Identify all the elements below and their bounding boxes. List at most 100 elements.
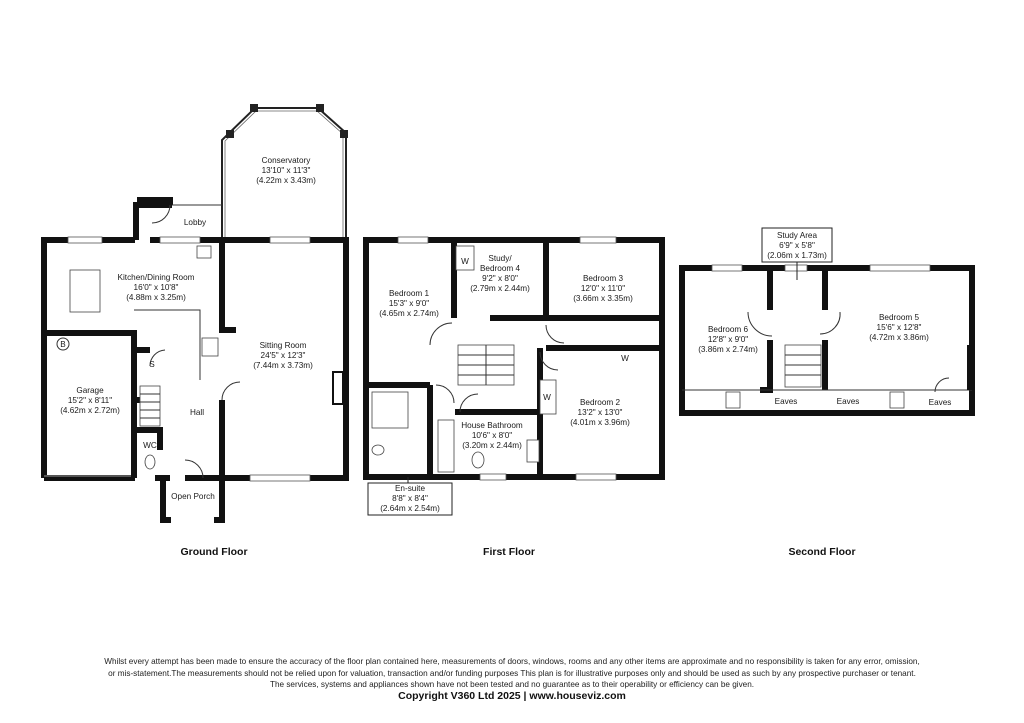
bedroom6-metric: (3.86m x 2.74m)	[698, 345, 758, 354]
wardrobe-label: W	[621, 354, 629, 363]
door-swing	[435, 384, 455, 404]
wc-toilet	[144, 454, 156, 470]
porch-name: Open Porch	[171, 492, 215, 501]
window	[269, 236, 311, 244]
door-swing	[539, 351, 559, 371]
study4-name2: Bedroom 4	[480, 264, 520, 273]
conservatory-post	[226, 130, 234, 138]
study4-name1: Study/	[488, 254, 512, 263]
door-swing	[151, 204, 171, 224]
kitchen-counter	[134, 309, 201, 380]
conservatory-post	[316, 104, 324, 112]
bath	[437, 419, 455, 473]
conservatory-imperial: 13'10" x 11'3"	[262, 166, 311, 175]
boiler-name: B	[60, 340, 66, 349]
bedroom5-metric: (4.72m x 3.86m)	[869, 333, 929, 342]
eaves-label: Eaves	[775, 397, 798, 406]
door-swing	[221, 381, 241, 401]
study4-metric: (2.79m x 2.44m)	[470, 284, 530, 293]
wardrobe	[455, 245, 475, 271]
door-swing	[459, 393, 479, 413]
copyright: Copyright V360 Ltd 2025 | www.houseviz.c…	[398, 690, 626, 702]
window	[67, 236, 103, 244]
ensuite-metric: (2.64m x 2.54m)	[380, 504, 440, 513]
shower	[371, 391, 409, 429]
door-swing	[429, 322, 453, 346]
conservatory-post	[340, 130, 348, 138]
ground-outer-wall	[41, 237, 135, 478]
kitchen-sink	[196, 245, 212, 259]
garage-imperial: 15'2" x 8'11"	[68, 396, 112, 405]
ground-floor-title: Ground Floor	[180, 546, 247, 558]
window	[711, 264, 743, 272]
door-swing	[184, 459, 204, 479]
window	[575, 473, 617, 481]
disclaimer-line: Whilst every attempt has been made to en…	[104, 657, 920, 666]
first-stairs	[457, 344, 515, 386]
sitting-room-wall	[219, 240, 236, 333]
hob	[201, 337, 219, 357]
porch-post	[160, 478, 171, 523]
floor-plan: Conservatory 13'10" x 11'3" (4.22m x 3.4…	[41, 104, 975, 558]
bedroom3-metric: (3.66m x 3.35m)	[573, 294, 633, 303]
conservatory-name: Conservatory	[262, 156, 312, 165]
eaves-label: Eaves	[837, 397, 860, 406]
disclaimer: Whilst every attempt has been made to en…	[40, 656, 984, 691]
window	[397, 236, 429, 244]
study-area-metric: (2.06m x 1.73m)	[767, 251, 827, 260]
bedroom5-name: Bedroom 5	[879, 313, 919, 322]
study-area-imperial: 6'9" x 5'8"	[779, 241, 815, 250]
toilet	[471, 451, 485, 469]
first-floor-title: First Floor	[483, 546, 535, 558]
lobby-name: Lobby	[184, 218, 207, 227]
door-swing	[819, 311, 841, 335]
store-name: S	[149, 360, 155, 369]
bedroom2-metric: (4.01m x 3.96m)	[570, 418, 630, 427]
porch-post	[214, 478, 225, 523]
sitting-imperial: 24'5" x 12'3"	[261, 351, 306, 360]
bedroom1-metric: (4.65m x 2.74m)	[379, 309, 439, 318]
ground-floor: Conservatory 13'10" x 11'3" (4.22m x 3.4…	[41, 104, 349, 558]
toilet	[371, 444, 385, 456]
skylight	[889, 391, 905, 409]
disclaimer-line: or mis-statement.The measurements should…	[108, 668, 916, 678]
eaves-label: Eaves	[929, 398, 952, 407]
bathroom-imperial: 10'6" x 8'0"	[472, 431, 512, 440]
bedroom2-imperial: 13'2" x 13'0"	[578, 408, 623, 417]
bathroom-name: House Bathroom	[461, 421, 523, 430]
garage-metric: (4.62m x 2.72m)	[60, 406, 120, 415]
kitchen-imperial: 16'0" x 10'8"	[134, 283, 179, 292]
wc-name: WC	[143, 441, 157, 450]
window	[479, 473, 507, 481]
first-outer-wall	[363, 237, 665, 480]
hall-name: Hall	[190, 408, 204, 417]
ground-stairs	[139, 385, 161, 427]
window	[869, 264, 931, 272]
wardrobe-label: W	[543, 393, 551, 402]
garage-name: Garage	[76, 386, 104, 395]
bedroom6-wall	[760, 340, 773, 393]
conservatory-metric: (4.22m x 3.43m)	[256, 176, 316, 185]
window	[579, 236, 617, 244]
study4-imperial: 9'2" x 8'0"	[482, 274, 518, 283]
dining-table	[69, 269, 101, 313]
second-floor: Study Area 6'9" x 5'8" (2.06m x 1.73m) B…	[679, 227, 975, 558]
sitting-name: Sitting Room	[260, 341, 307, 350]
lobby-wall	[133, 202, 172, 240]
bathroom-metric: (3.20m x 2.44m)	[462, 441, 522, 450]
bedroom6-imperial: 12'8" x 9'0"	[708, 335, 748, 344]
bedroom1-name: Bedroom 1	[389, 289, 429, 298]
ensuite-label-box	[367, 482, 453, 516]
door-swing	[149, 349, 166, 367]
first-floor: Bedroom 1 15'3" x 9'0" (4.65m x 2.74m) S…	[363, 236, 665, 558]
wardrobe	[539, 379, 557, 415]
bedroom3-name: Bedroom 3	[583, 274, 623, 283]
second-floor-title: Second Floor	[788, 546, 855, 558]
fireplace	[332, 371, 344, 405]
window	[249, 474, 311, 482]
window	[159, 236, 201, 244]
door-swing	[934, 377, 950, 393]
kitchen-metric: (4.88m x 3.25m)	[126, 293, 186, 302]
conservatory-post	[250, 104, 258, 112]
window	[784, 264, 808, 272]
